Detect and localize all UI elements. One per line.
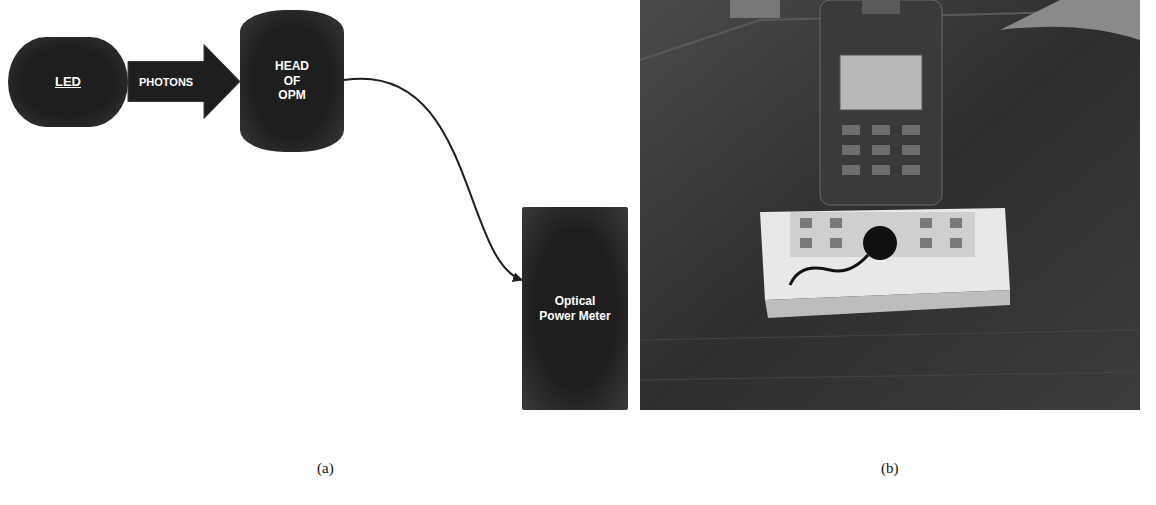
node-label: Optical Power Meter — [538, 294, 612, 323]
arrow-label: PHOTONS — [139, 76, 193, 88]
power-meter-box: Optical Power Meter — [522, 207, 628, 410]
node-label: HEAD OF OPM — [269, 59, 315, 102]
cable-connector — [344, 79, 522, 280]
led-source: LED — [8, 37, 128, 127]
panel-caption: (a) — [317, 460, 334, 477]
detector-head: HEAD OF OPM — [240, 10, 344, 152]
node-label: LED — [55, 74, 81, 90]
panel-caption: (b) — [881, 460, 899, 477]
block-arrow — [128, 45, 240, 119]
